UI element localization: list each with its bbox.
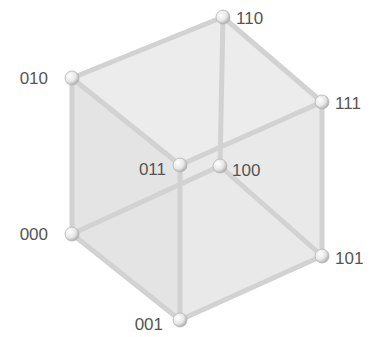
vertex-spheres [65,10,329,327]
vertex-label: 110 [236,10,263,27]
vertex-label: 001 [135,316,163,333]
cube-edges [72,17,322,320]
vertex-label: 000 [20,226,48,243]
cube-faces [72,17,322,320]
vertex-label: 100 [232,162,260,179]
vertex-label: 011 [139,161,166,178]
vertex-label: 111 [335,95,361,112]
vertex-label: 010 [20,70,48,87]
vertex-label: 101 [335,250,363,267]
